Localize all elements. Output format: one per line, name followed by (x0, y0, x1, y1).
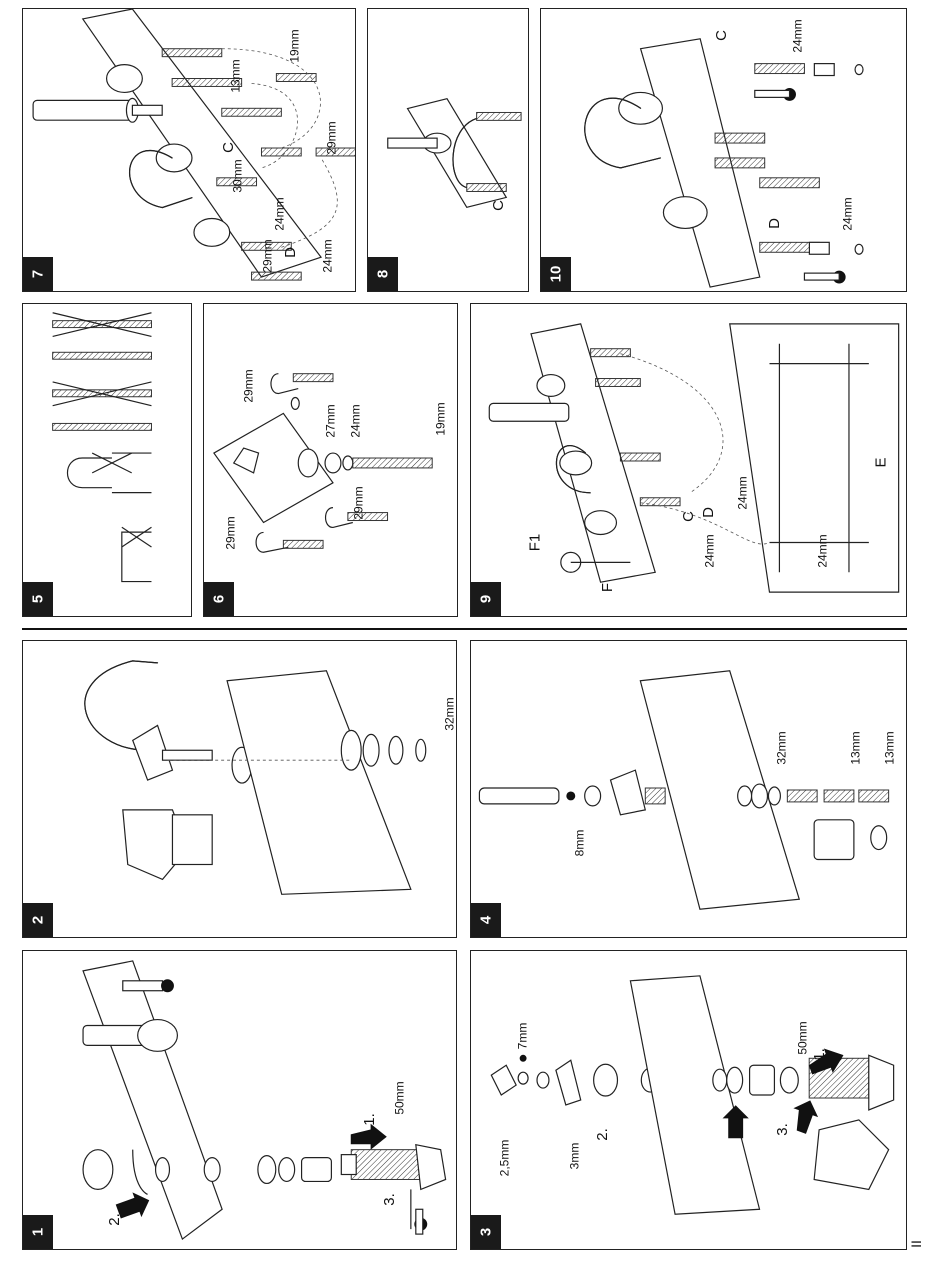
label-29mm-b: 29mm (352, 486, 366, 519)
panel-2: 32mm 2 (22, 640, 457, 938)
panel-number-badge: 7 (23, 257, 53, 291)
panel-6-illustration (204, 304, 457, 616)
panel-9-illustration (471, 304, 906, 616)
label-19mm: 19mm (434, 402, 448, 435)
label-8mm: 8mm (572, 830, 586, 857)
label-24mm-b: 24mm (736, 476, 750, 509)
label-29mm-c: 29mm (224, 516, 238, 549)
label-29mm: 29mm (242, 369, 256, 402)
label-c: C (490, 200, 507, 211)
panel-4-illustration (471, 641, 906, 937)
label-32mm: 32mm (443, 697, 457, 730)
step-3: 3. (774, 1123, 791, 1136)
label-24mm-b: 24mm (321, 239, 335, 272)
label-2-5mm: 2,5mm (497, 1140, 511, 1177)
label-29mm-b: 29mm (261, 239, 275, 272)
label-e: E (873, 457, 890, 467)
panel-10-illustration (541, 9, 906, 291)
panel-1: 50mm 1. 2. 3. 1 (22, 950, 457, 1250)
page-number: II (908, 1240, 924, 1248)
section-divider (22, 628, 907, 630)
label-27mm: 27mm (324, 404, 338, 437)
step-2: 2. (594, 1128, 611, 1141)
label-f1: F1 (526, 534, 543, 552)
step-1: 1. (361, 1113, 378, 1126)
panel-5: 5 (22, 303, 192, 617)
panel-number-badge: 3 (471, 1215, 501, 1249)
label-d: D (282, 247, 299, 258)
label-d: D (700, 507, 717, 518)
label-13mm-b: 13mm (883, 731, 897, 764)
label-24mm: 24mm (791, 19, 805, 52)
label-d: D (766, 218, 783, 229)
label-f: F (599, 583, 616, 592)
panel-number-badge: 10 (541, 257, 571, 291)
panel-3-illustration (471, 951, 906, 1249)
panel-8-illustration (368, 9, 528, 291)
label-32mm: 32mm (775, 731, 789, 764)
label-50mm: 50mm (796, 1021, 810, 1054)
step-1: 1. (811, 1048, 828, 1061)
step-3: 3. (381, 1193, 398, 1206)
panel-6: 29mm 27mm 24mm 19mm 29mm 29mm 6 (203, 303, 458, 617)
panel-3: 7mm 2,5mm 3mm 50mm 1. 2. 3. 3 (470, 950, 907, 1250)
label-3mm: 3mm (567, 1143, 581, 1170)
panel-number-badge: 9 (471, 582, 501, 616)
panel-9: F1 F C D 24mm 24mm 24mm E 9 (470, 303, 907, 617)
panel-10: C 24mm D 24mm 10 (540, 8, 907, 292)
panel-7: 19mm 13mm 29mm C 30mm 24mm 29mm D 24mm 7 (22, 8, 356, 292)
panel-2-illustration (23, 641, 456, 937)
panel-number-badge: 2 (23, 903, 53, 937)
label-24mm: 24mm (703, 534, 717, 567)
label-c: C (680, 511, 697, 522)
label-24mm-c: 24mm (816, 534, 830, 567)
panel-4: 8mm 32mm 13mm 13mm 4 (470, 640, 907, 938)
label-19mm: 19mm (288, 29, 302, 62)
panel-7-illustration (23, 9, 355, 291)
label-50mm: 50mm (393, 1081, 407, 1114)
panel-8: C 8 (367, 8, 529, 292)
label-13mm: 13mm (849, 731, 863, 764)
panel-number-badge: 1 (23, 1215, 53, 1249)
panel-number-badge: 4 (471, 903, 501, 937)
label-c: C (220, 142, 237, 153)
step-2: 2. (106, 1213, 123, 1226)
label-29mm: 29mm (325, 121, 339, 154)
panel-number-badge: 8 (368, 257, 398, 291)
label-c: C (713, 30, 730, 41)
panel-5-illustration (23, 304, 191, 616)
label-7mm: 7mm (515, 1023, 529, 1050)
panel-number-badge: 5 (23, 582, 53, 616)
panel-number-badge: 6 (204, 582, 234, 616)
label-24mm: 24mm (273, 197, 287, 230)
label-13mm: 13mm (229, 59, 243, 92)
label-30mm: 30mm (231, 159, 245, 192)
label-24mm: 24mm (349, 404, 363, 437)
label-24mm-b: 24mm (841, 197, 855, 230)
